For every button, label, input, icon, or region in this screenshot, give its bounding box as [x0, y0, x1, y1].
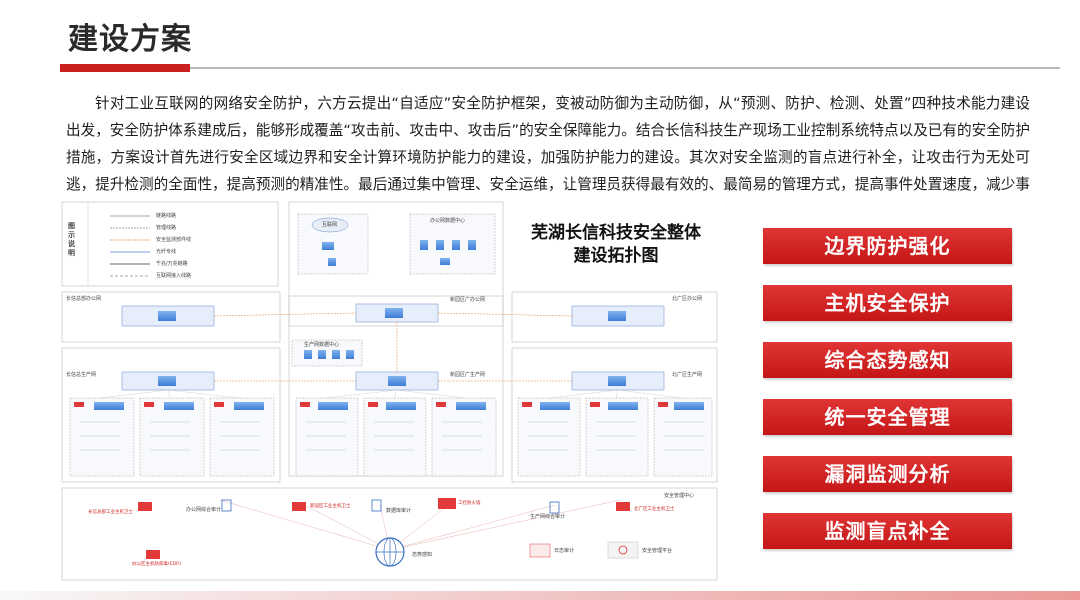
topology-title-line2: 建设拓扑图: [573, 246, 659, 266]
zone-left-office: 长信总部办公网: [66, 296, 102, 302]
zone-office-dc: 办公网数据中心: [430, 218, 466, 224]
label-center-host: 新园区工业主机卫士: [310, 504, 351, 509]
capability-vulnerability-analysis[interactable]: 漏洞监测分析: [763, 456, 1012, 492]
topology-title: 芜湖长信科技安全整体 建设拓扑图: [516, 222, 716, 268]
bottom-decoration: [0, 591, 1080, 600]
label-left-host: 长信总部工业主机卫士: [88, 510, 133, 515]
zone-left-production: 长信总生产网: [66, 372, 97, 378]
label-right-host: 北广区工业主机卫士: [634, 507, 675, 512]
label-log-audit: 日志审计: [554, 548, 575, 554]
label-mgmt-platform: 安全管理平台: [642, 548, 673, 554]
zone-production-dc: 生产网数据中心: [304, 342, 340, 348]
legend-item: 安全监测部件线: [156, 237, 192, 243]
capability-situation-awareness[interactable]: 综合态势感知: [763, 342, 1012, 378]
zone-internet: 互联网: [322, 222, 338, 228]
zone-right-production: 北广区生产网: [672, 372, 703, 378]
zone-center-office: 新园区广办公网: [450, 297, 486, 303]
label-office-audit: 办公网综合审计: [186, 507, 222, 513]
page-title: 建设方案: [68, 22, 192, 57]
label-firewall: 工控防火墙: [458, 501, 481, 506]
legend-item: 互联网接入线路: [156, 273, 192, 279]
label-left-office-host: 办公区主机防病毒(EDR): [132, 562, 181, 567]
capability-blindspot-coverage[interactable]: 监测盲点补全: [763, 513, 1012, 549]
zone-center-production: 新园区广生产网: [450, 372, 486, 378]
label-prod-audit: 生产网综合审计: [530, 514, 566, 520]
capability-unified-management[interactable]: 统一安全管理: [763, 399, 1012, 435]
capability-host-protection[interactable]: 主机安全保护: [763, 285, 1012, 321]
topology-graphics: [61, 201, 718, 581]
legend-item: 千兆/万兆链路: [156, 261, 188, 267]
zone-security-center: 安全管理中心: [664, 493, 695, 499]
intro-paragraph: 针对工业互联网的网络安全防护，六方云提出“自适应”安全防护框架，变被动防御为主动…: [66, 95, 1030, 220]
topology-diagram: 图示说明 链路线路 管理线路 安全监测部件线 光纤专线 千兆/万兆链路 互联网接…: [60, 200, 720, 582]
legend-item: 光纤专线: [156, 249, 177, 255]
capability-list: 边界防护强化 主机安全保护 综合态势感知 统一安全管理 漏洞监测分析 监测盲点补…: [763, 228, 1012, 570]
legend-item: 管理线路: [156, 225, 177, 231]
title-underline: [60, 64, 1060, 72]
zone-right-office: 北广区办公网: [672, 296, 703, 302]
legend-title: 图示说明: [68, 222, 75, 257]
topology-title-line1: 芜湖长信科技安全整体: [531, 223, 701, 243]
label-db-audit: 数据库审计: [386, 508, 412, 514]
capability-boundary-protection[interactable]: 边界防护强化: [763, 228, 1012, 264]
label-situation: 态势感知: [412, 552, 433, 558]
legend-item: 链路线路: [156, 213, 177, 219]
